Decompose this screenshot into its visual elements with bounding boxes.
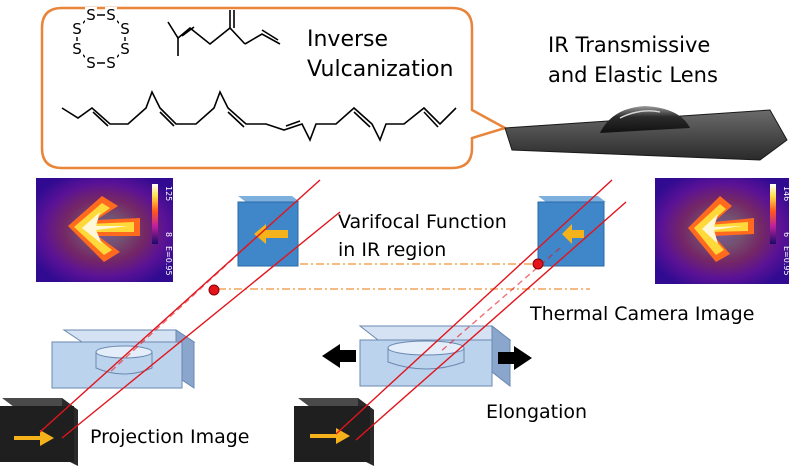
yellow-arrow-icon — [14, 430, 54, 446]
sulfur-atom-bg — [71, 41, 83, 57]
focus-cube-left — [237, 196, 300, 267]
elongation-arrow-right — [498, 346, 532, 370]
sulfur-atom: S — [86, 54, 96, 72]
thermal-right-scale-mid: E=0.95 — [782, 246, 791, 276]
sulfur-atom-bg — [105, 7, 117, 23]
thermal-right-scale-bottom: 6 — [782, 232, 791, 237]
vulcanization-label: Vulcanization — [307, 57, 453, 82]
sulfur-atom: S — [120, 40, 130, 58]
light-rays-right — [335, 179, 627, 441]
focus-cube-right — [537, 196, 606, 267]
lens-title-line1: IR Transmissive — [548, 33, 710, 57]
thermal-left-scale-top: 125 — [164, 186, 173, 201]
sulfur-atom-bg — [71, 21, 83, 37]
sulfur-atom: S — [106, 6, 116, 24]
sulfur-atom-bg — [105, 55, 117, 71]
thermal-right-scale-top: 146 — [782, 186, 791, 201]
sulfur-atom: S — [106, 54, 116, 72]
projection-screen-left — [0, 398, 78, 466]
projection-screen-right — [294, 398, 374, 466]
sulfur-atom: S — [120, 20, 130, 38]
sulfur-atom-bg — [85, 55, 97, 71]
elongation-arrow-left — [322, 344, 356, 368]
sulfur-atom: S — [86, 6, 96, 24]
lens-block-right — [358, 324, 512, 388]
projection-image-label: Projection Image — [90, 426, 250, 448]
varifocal-label-line1: Varifocal Function — [338, 211, 507, 233]
thermal-left-scale-bottom: 8 — [164, 232, 173, 237]
yellow-arrow-icon — [310, 428, 350, 444]
thermal-image-left: 125 E=0.95 8 — [36, 178, 173, 282]
sulfur-atom-bg — [85, 7, 97, 23]
light-rays-left — [39, 179, 341, 439]
lens-photo — [504, 106, 788, 161]
sulfur-atom-bg — [119, 21, 131, 37]
varifocal-label-line2: in IR region — [338, 239, 446, 261]
lens-title-line2: and Elastic Lens — [548, 63, 718, 87]
focal-point-left — [208, 284, 220, 296]
polyene-chain-molecule — [61, 90, 457, 142]
elongation-label: Elongation — [486, 401, 587, 423]
yellow-arrow-icon — [562, 224, 584, 244]
sulfur-atom-bg — [119, 41, 131, 57]
inverse-label: Inverse — [307, 27, 388, 52]
thermal-left-scale-mid: E=0.95 — [164, 246, 173, 276]
sulfur-atom: S — [72, 20, 82, 38]
monomer-small-molecule — [167, 10, 281, 56]
yellow-arrow-icon — [254, 224, 288, 244]
sulfur-atom: S — [72, 40, 82, 58]
lens-block-left — [51, 329, 196, 389]
focal-point-right — [532, 258, 544, 270]
callout-bubble — [40, 6, 509, 170]
thermal-image-right: 146 E=0.95 6 — [655, 178, 791, 284]
thermal-camera-label: Thermal Camera Image — [529, 303, 754, 325]
